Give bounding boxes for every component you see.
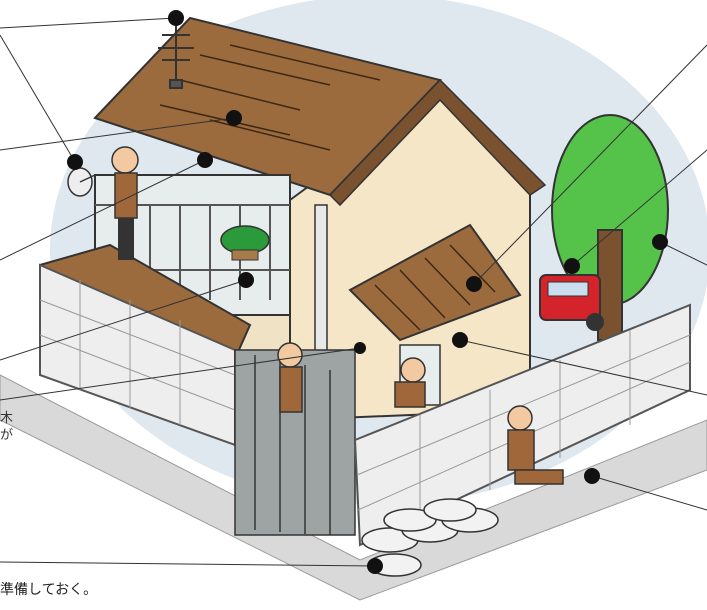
callout-dot-roof xyxy=(226,110,242,126)
callout-dot-sandbags xyxy=(367,558,383,574)
callout-dot-wall xyxy=(584,468,600,484)
plant-pot xyxy=(232,250,258,260)
callout-dot-antenna xyxy=(168,10,184,26)
callout-dot-balcony xyxy=(238,272,254,288)
callout-dot-gutter xyxy=(197,152,213,168)
callout-dot-drainpipe xyxy=(354,342,366,354)
callout-dot-window xyxy=(452,332,468,348)
caption-text: 準備しておく。 xyxy=(0,582,97,598)
tree-note-line1: 木 xyxy=(0,411,13,427)
person-at-drainpipe xyxy=(278,343,302,412)
callout-dot-tree xyxy=(652,234,668,250)
callout-dot-awning xyxy=(466,276,482,292)
callout-dot-dish xyxy=(67,154,83,170)
tree-note-line2: が xyxy=(0,428,13,444)
callout-dot-car xyxy=(564,258,580,274)
